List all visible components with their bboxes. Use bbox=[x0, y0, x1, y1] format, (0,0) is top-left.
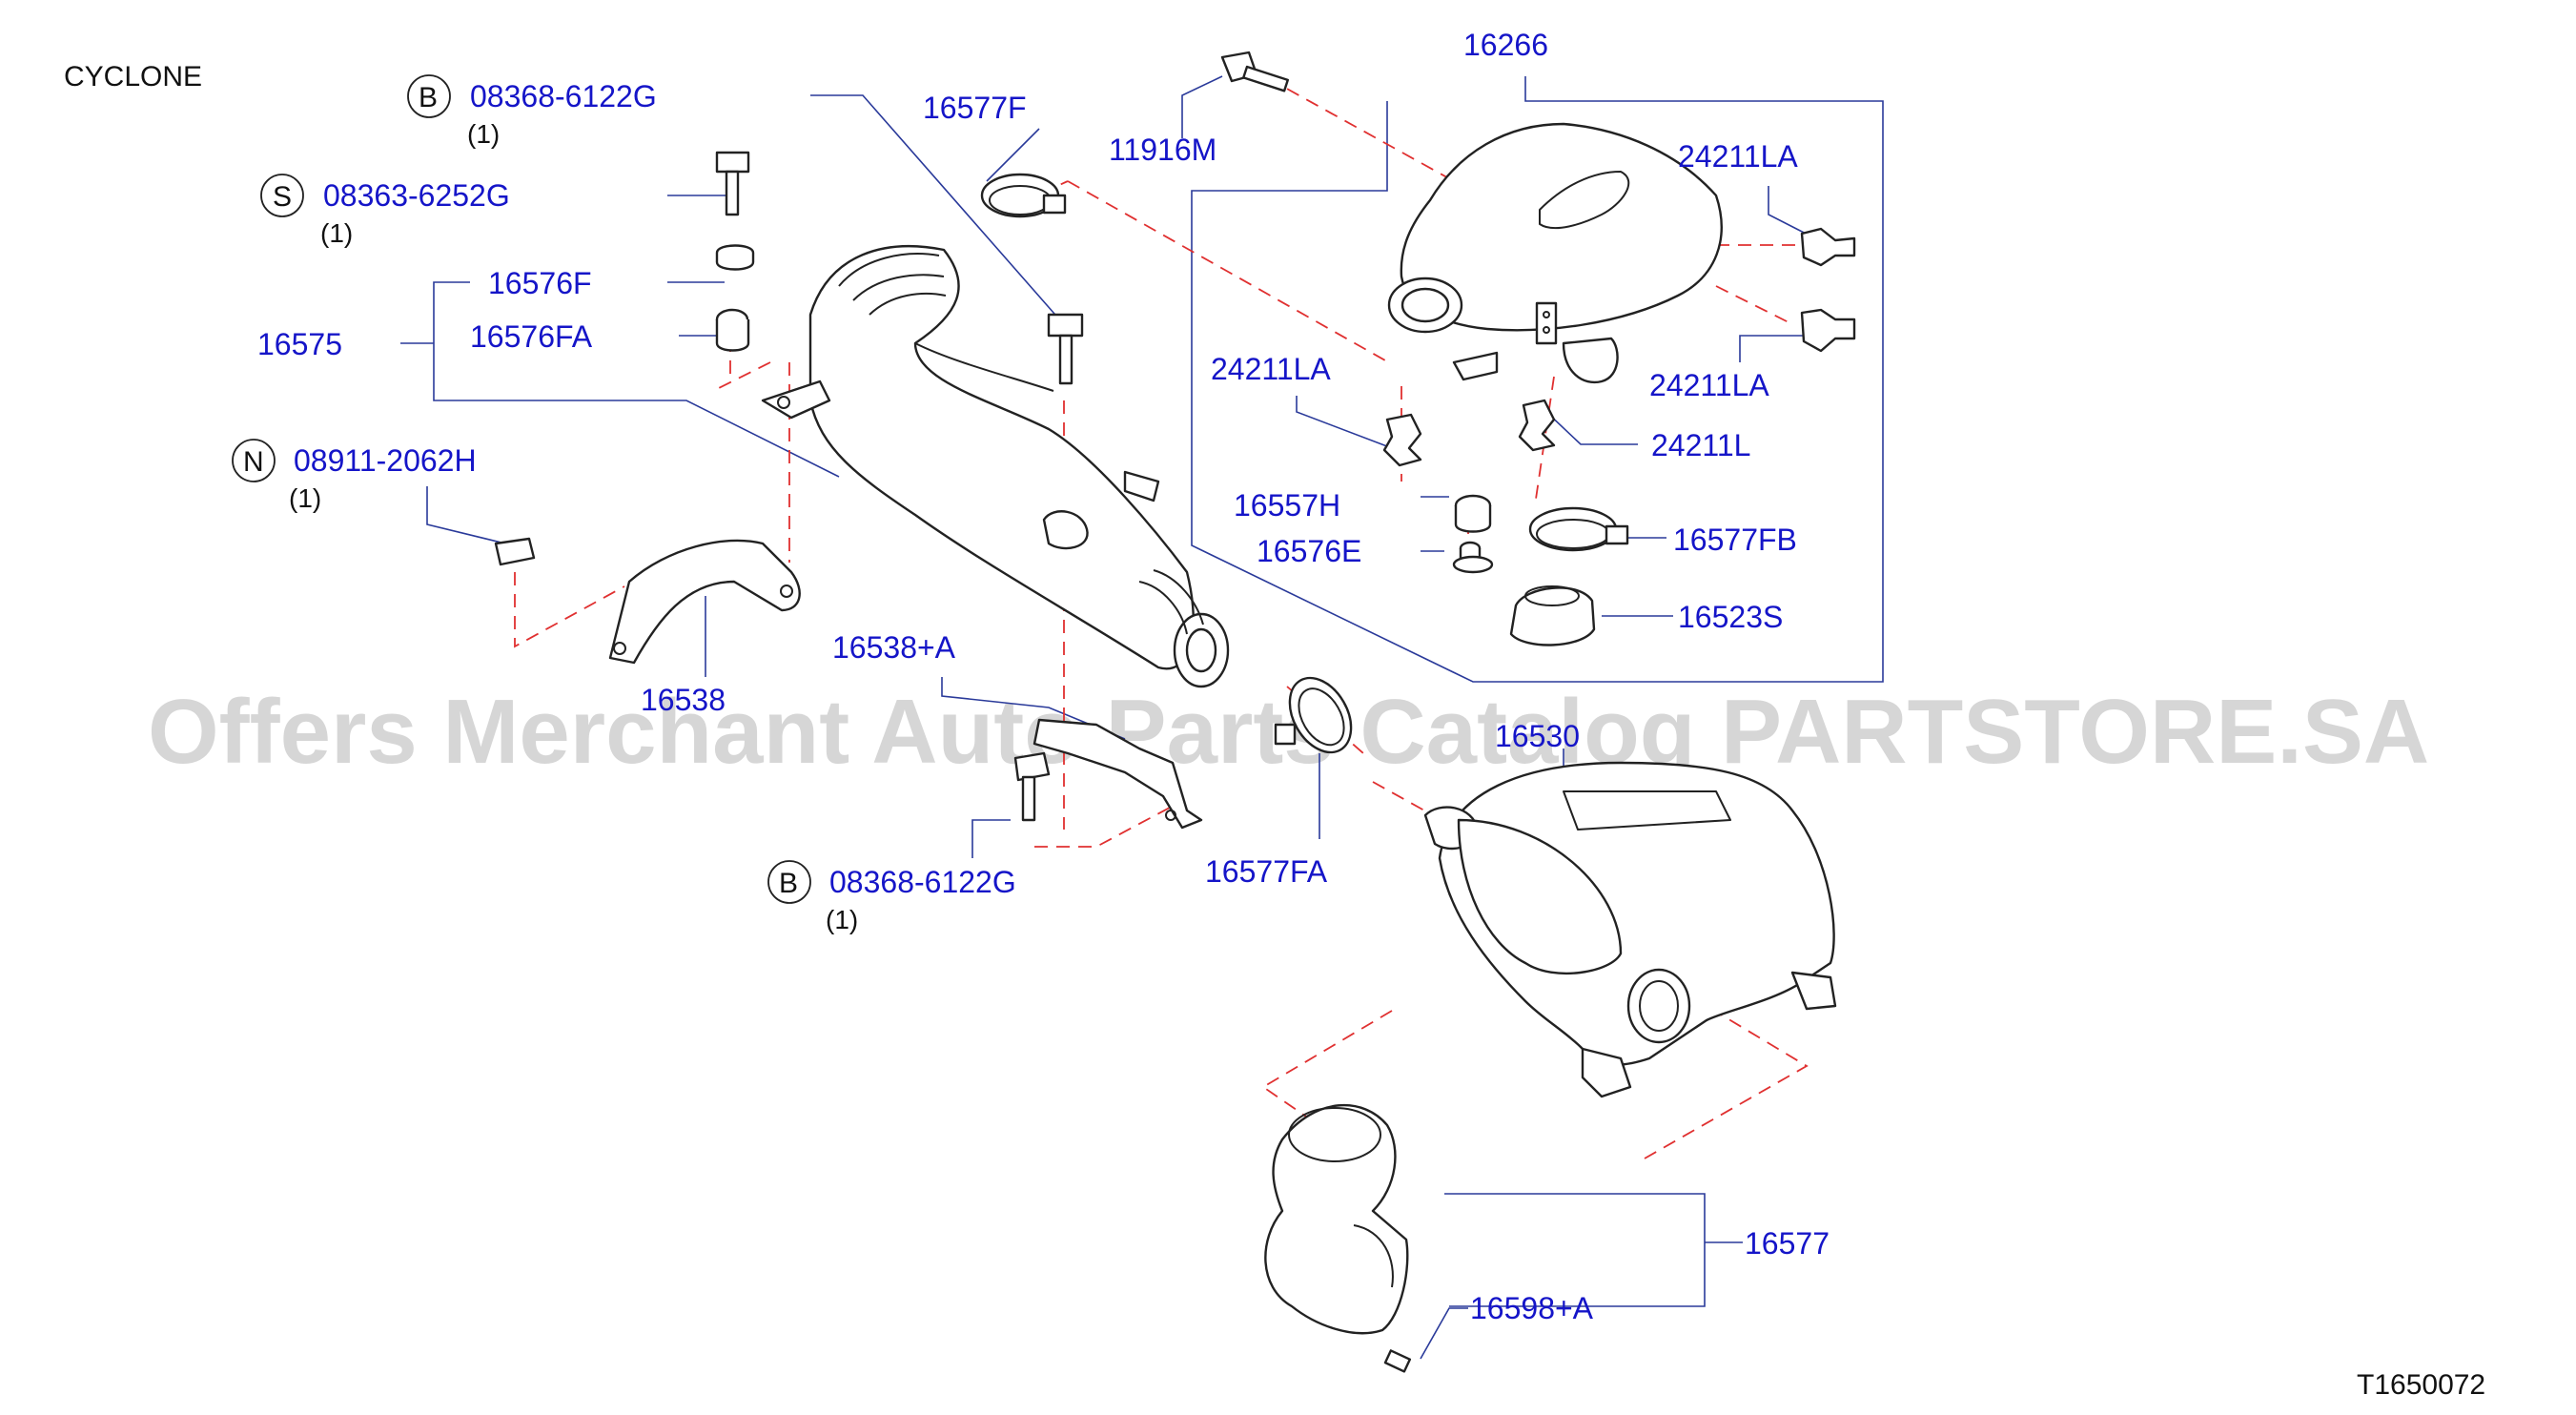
label-24211la-left[interactable]: 24211LA bbox=[1211, 352, 1331, 386]
label-16530[interactable]: 16530 bbox=[1495, 719, 1580, 753]
label-16576e[interactable]: 16576E bbox=[1257, 534, 1361, 568]
part-number-label[interactable]: 08911-2062H bbox=[294, 443, 477, 478]
fastener-callout-n: N 08911-2062H (1) bbox=[232, 439, 477, 513]
air-cleaner-cover-16266 bbox=[1387, 122, 1723, 384]
diagram-code: T1650072 bbox=[2357, 1369, 2485, 1401]
circle-letter-icon bbox=[767, 860, 811, 904]
grommets-clamps bbox=[1452, 494, 1629, 646]
quantity-label: (1) bbox=[320, 218, 353, 248]
label-16577f[interactable]: 16577F bbox=[923, 91, 1027, 125]
quantity-label: (1) bbox=[826, 905, 858, 934]
air-duct-16575 bbox=[761, 245, 1230, 688]
callout-letter: N bbox=[243, 446, 264, 478]
label-16523s[interactable]: 16523S bbox=[1678, 600, 1783, 634]
circle-letter-icon bbox=[232, 439, 276, 482]
fastener-sketches bbox=[494, 51, 1289, 822]
label-24211la-top[interactable]: 24211LA bbox=[1678, 139, 1798, 174]
callout-letter: S bbox=[273, 181, 292, 213]
callout-letter: B bbox=[779, 868, 798, 899]
clips-24211 bbox=[1382, 227, 1856, 467]
circle-letter-icon bbox=[260, 174, 304, 217]
label-24211la-right[interactable]: 24211LA bbox=[1649, 368, 1769, 402]
bracket-16538 bbox=[608, 539, 801, 665]
inlet-duct-16577 bbox=[1264, 1103, 1412, 1373]
label-16575[interactable]: 16575 bbox=[257, 327, 342, 361]
section-title: CYCLONE bbox=[64, 61, 202, 92]
label-16598a[interactable]: 16598+A bbox=[1470, 1291, 1594, 1325]
bracket-16538a bbox=[1032, 718, 1203, 830]
label-11916m[interactable]: 11916M bbox=[1109, 133, 1216, 167]
hose-clamps bbox=[980, 173, 1353, 754]
label-16576f[interactable]: 16576F bbox=[488, 266, 592, 300]
circle-letter-icon bbox=[407, 74, 451, 118]
label-16576fa[interactable]: 16576FA bbox=[470, 319, 593, 354]
label-16538a[interactable]: 16538+A bbox=[832, 630, 956, 665]
label-16577[interactable]: 16577 bbox=[1745, 1226, 1830, 1261]
label-24211l[interactable]: 24211L bbox=[1651, 428, 1750, 462]
cyclone-body-16530 bbox=[1423, 761, 1837, 1098]
label-16557h[interactable]: 16557H bbox=[1234, 488, 1340, 523]
label-16266[interactable]: 16266 bbox=[1463, 28, 1548, 62]
fastener-callout-b-bottom: B 08368-6122G (1) bbox=[767, 860, 1016, 934]
label-16577fa[interactable]: 16577FA bbox=[1205, 854, 1328, 889]
fastener-callout-s: S 08363-6252G (1) bbox=[260, 174, 510, 248]
quantity-label: (1) bbox=[289, 483, 321, 513]
fastener-callout-b-top: B 08368-6122G (1) bbox=[407, 74, 657, 149]
part-number-label[interactable]: 08363-6252G bbox=[323, 178, 510, 213]
quantity-label: (1) bbox=[467, 119, 500, 149]
callout-letter: B bbox=[419, 82, 438, 113]
part-labels: 16266 16577F 11916M 24211LA 24211LA 2421… bbox=[257, 28, 1830, 1325]
label-16577fb[interactable]: 16577FB bbox=[1673, 523, 1797, 557]
part-number-label[interactable]: 08368-6122G bbox=[470, 79, 657, 113]
label-16538[interactable]: 16538 bbox=[641, 683, 726, 717]
part-number-label[interactable]: 08368-6122G bbox=[829, 865, 1016, 899]
